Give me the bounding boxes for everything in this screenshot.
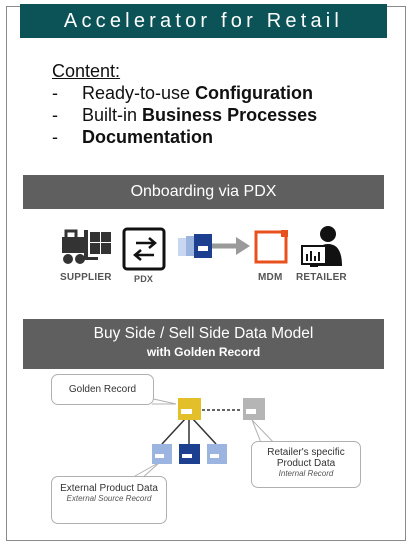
content-heading: Content:: [52, 61, 121, 81]
golden-record-icon: [178, 398, 201, 420]
external-record-icon: [152, 444, 172, 464]
package-transfer-icon: [178, 234, 250, 258]
retailer-icon: [301, 226, 342, 267]
content-item-documentation: -Documentation: [52, 127, 214, 147]
external-record-icon: [179, 444, 200, 464]
supplier-label: SUPPLIER: [60, 272, 112, 283]
data-model-title: Buy Side / Sell Side Data Model: [93, 325, 314, 342]
mdm-icon: [254, 230, 288, 264]
slide-title: Accelerator for Retail: [20, 4, 387, 38]
content-item-configuration: -Ready-to-use Configuration: [52, 83, 314, 103]
mdm-label: MDM: [258, 272, 283, 283]
onboarding-banner: Onboarding via PDX: [23, 175, 384, 209]
content-section: Content: -Ready-to-use Configuration -Bu…: [52, 60, 382, 148]
external-data-callout: External Product Data External Source Re…: [51, 476, 167, 524]
external-record-icon: [207, 444, 227, 464]
golden-record-callout: Golden Record: [51, 374, 154, 405]
forklift-icon: [62, 229, 111, 264]
record-links: [161, 409, 242, 445]
pdx-icon: [122, 227, 166, 271]
pdx-label: PDX: [134, 274, 154, 284]
retailer-data-callout: Retailer's specific Product Data Interna…: [251, 441, 361, 488]
data-model-banner: Buy Side / Sell Side Data Model with Gol…: [23, 319, 384, 369]
content-item-business-processes: -Built-in Business Processes: [52, 105, 318, 125]
retailer-label: RETAILER: [296, 272, 347, 283]
internal-record-icon: [243, 398, 265, 420]
data-model-subtitle: with Golden Record: [146, 345, 261, 359]
